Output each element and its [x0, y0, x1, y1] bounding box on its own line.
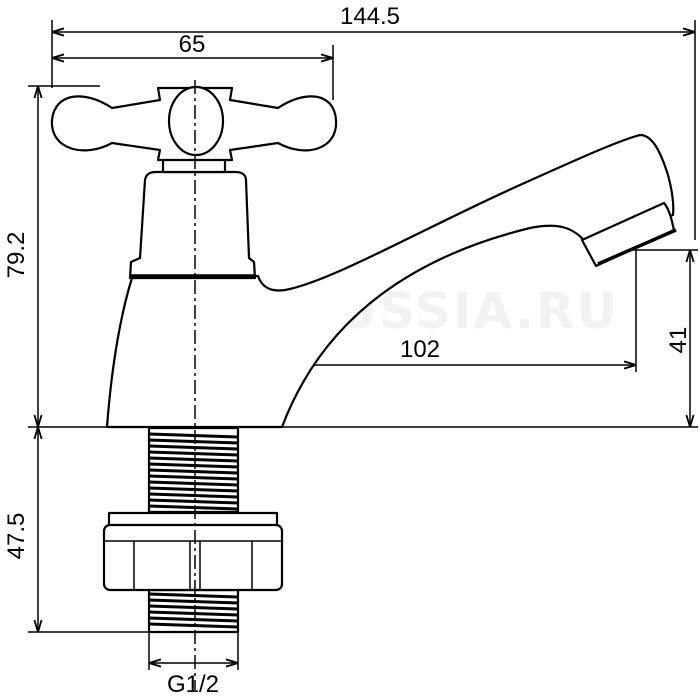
- valve-body: [128, 170, 257, 280]
- thread-line: [148, 468, 239, 475]
- thread-line: [148, 498, 239, 505]
- thread-line: [148, 492, 239, 499]
- thread-line: [148, 598, 239, 605]
- thread-line: [148, 456, 239, 463]
- thread-line: [148, 486, 239, 493]
- thread-line: [148, 504, 239, 511]
- thread-line: [148, 610, 239, 617]
- dim-handle-width: 65: [179, 31, 206, 58]
- threaded-shank: [147, 426, 240, 634]
- thread-line: [148, 480, 239, 487]
- faucet-body: [105, 133, 677, 429]
- thread-line: [148, 622, 239, 629]
- dim-thread: G1/2: [167, 671, 219, 698]
- dim-spout-height: 41: [665, 327, 692, 354]
- extension-lines: [28, 20, 698, 670]
- thread-line: [148, 444, 239, 451]
- thread-line: [148, 592, 239, 599]
- thread-line: [148, 604, 239, 611]
- thread-line: [148, 462, 239, 469]
- thread-line: [148, 616, 239, 623]
- dim-spout-reach: 102: [400, 336, 440, 363]
- thread-line: [148, 432, 239, 439]
- dim-total-length: 144.5: [340, 3, 400, 30]
- thread-line: [148, 474, 239, 481]
- mounting-nut: [102, 511, 284, 592]
- cross-handle: [50, 85, 338, 162]
- dim-shank-length: 47.5: [3, 513, 30, 560]
- thread-line: [148, 450, 239, 457]
- thread-line: [148, 438, 239, 445]
- handle-knob: [167, 85, 225, 157]
- dim-body-height: 79.2: [3, 232, 30, 279]
